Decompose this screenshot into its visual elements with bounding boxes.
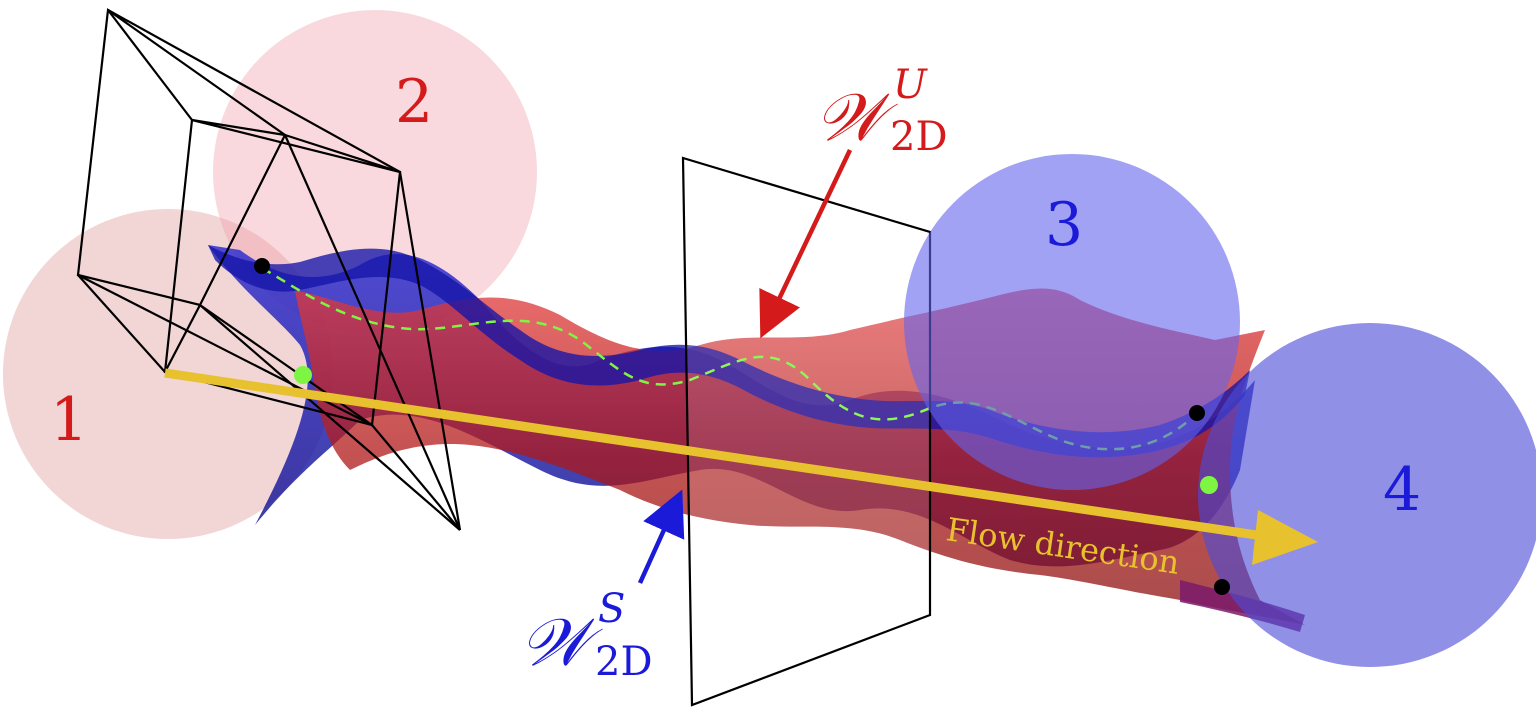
orbit-point-green-2: [1200, 476, 1218, 494]
region-2-ball: [213, 10, 537, 334]
region-4-ball: [1198, 323, 1536, 667]
stable-manifold-ribbon: [208, 245, 1250, 458]
connecting-orbit-dashed: [261, 266, 1198, 451]
stable-manifold-sub: 2D: [595, 639, 653, 685]
stable-pointer-arrow: [637, 489, 685, 584]
unstable-manifold-sub: 2D: [890, 114, 948, 160]
orbit-point-green-1: [294, 366, 312, 384]
stable-manifold-symbol: 𝒲: [520, 604, 603, 681]
flow-arrow-shaft: [164, 368, 1271, 542]
stable-manifold-sup: S: [598, 586, 625, 632]
region-3-label: 3: [1045, 190, 1083, 260]
region-3-ball: [904, 154, 1240, 490]
unstable-manifold-symbol: 𝒲: [815, 79, 898, 156]
cube-wireframe: [76, 8, 462, 531]
orbit-point-black-2: [1189, 405, 1205, 421]
region-2-label: 2: [395, 67, 433, 137]
region-1-label: 1: [50, 385, 88, 455]
unstable-pointer-arrow: [759, 149, 853, 339]
orbit-point-black-1: [254, 258, 270, 274]
region-4-label: 4: [1383, 455, 1421, 525]
unstable-manifold-sup: U: [893, 62, 928, 108]
section-plane: [681, 156, 932, 707]
orbit-point-black-3: [1214, 579, 1230, 595]
flow-arrow-head: [1252, 510, 1318, 565]
